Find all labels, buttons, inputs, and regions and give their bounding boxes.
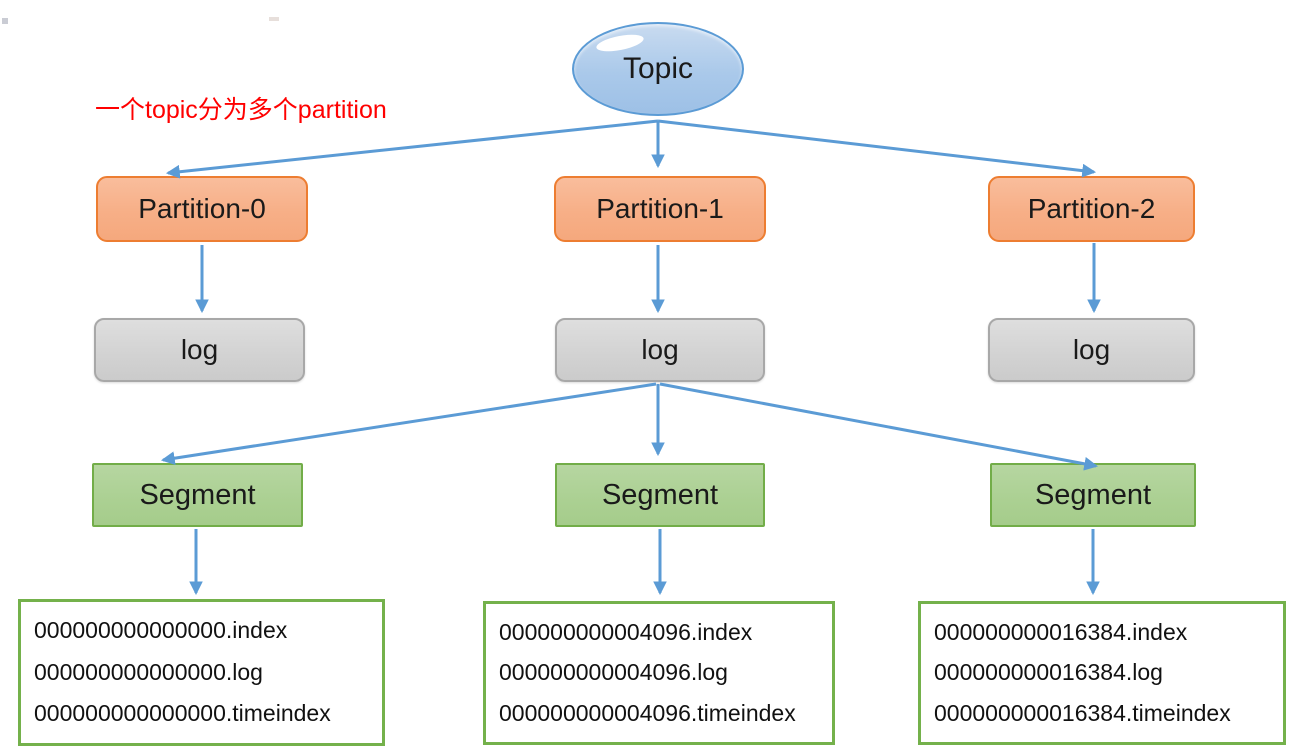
file-name: 000000000004096.log [499,659,728,686]
file-list-1: 000000000004096.index 000000000004096.lo… [483,601,835,745]
partition-0-label: Partition-0 [138,193,266,224]
annotation-text: 一个topic分为多个partition [95,96,387,124]
file-name: 000000000016384.timeindex [934,699,1231,726]
file-name: 000000000000000.index [34,617,288,644]
file-list-0: 000000000000000.index 000000000000000.lo… [18,599,385,746]
segment-0-label: Segment [139,478,256,511]
partition-0-node: Partition-0 [96,176,308,242]
arrow-topic-to-partition-0 [165,119,659,179]
file-name: 000000000004096.timeindex [499,699,796,726]
segment-1-label: Segment [601,478,719,511]
screenshot-artifact [269,17,279,21]
log-1-label: log [641,334,679,365]
file-name: 000000000016384.index [934,618,1188,645]
partition-2-node: Partition-2 [988,176,1195,242]
partition-1-node: Partition-1 [554,176,766,242]
log-0-node: log [94,318,305,382]
log-2-node: log [988,318,1195,382]
segment-0-node: Segment [92,463,303,527]
log-1-node: log [555,318,765,382]
arrow-topic-to-partition-2 [657,119,1097,178]
log-2-label: log [1072,334,1111,365]
file-name: 000000000016384.log [934,659,1163,686]
file-name: 000000000000000.log [34,658,263,685]
screenshot-artifact [2,18,8,24]
file-name: 000000000004096.index [499,618,753,645]
file-name: 000000000000000.timeindex [34,700,331,727]
segment-1-node: Segment [555,463,765,527]
ellipse-highlight [595,31,645,55]
segment-2-node: Segment [990,463,1196,527]
partition-2-label: Partition-2 [1027,193,1156,224]
partition-1-label: Partition-1 [596,193,724,224]
topic-label: Topic [622,52,694,85]
file-list-2: 000000000016384.index 000000000016384.lo… [918,601,1286,745]
segment-2-label: Segment [1034,478,1152,511]
log-0-label: log [180,334,219,365]
topic-node: Topic [572,22,744,116]
arrow-log-1-to-segment-0 [160,382,657,466]
arrow-log-1-to-segment-2 [659,382,1099,471]
